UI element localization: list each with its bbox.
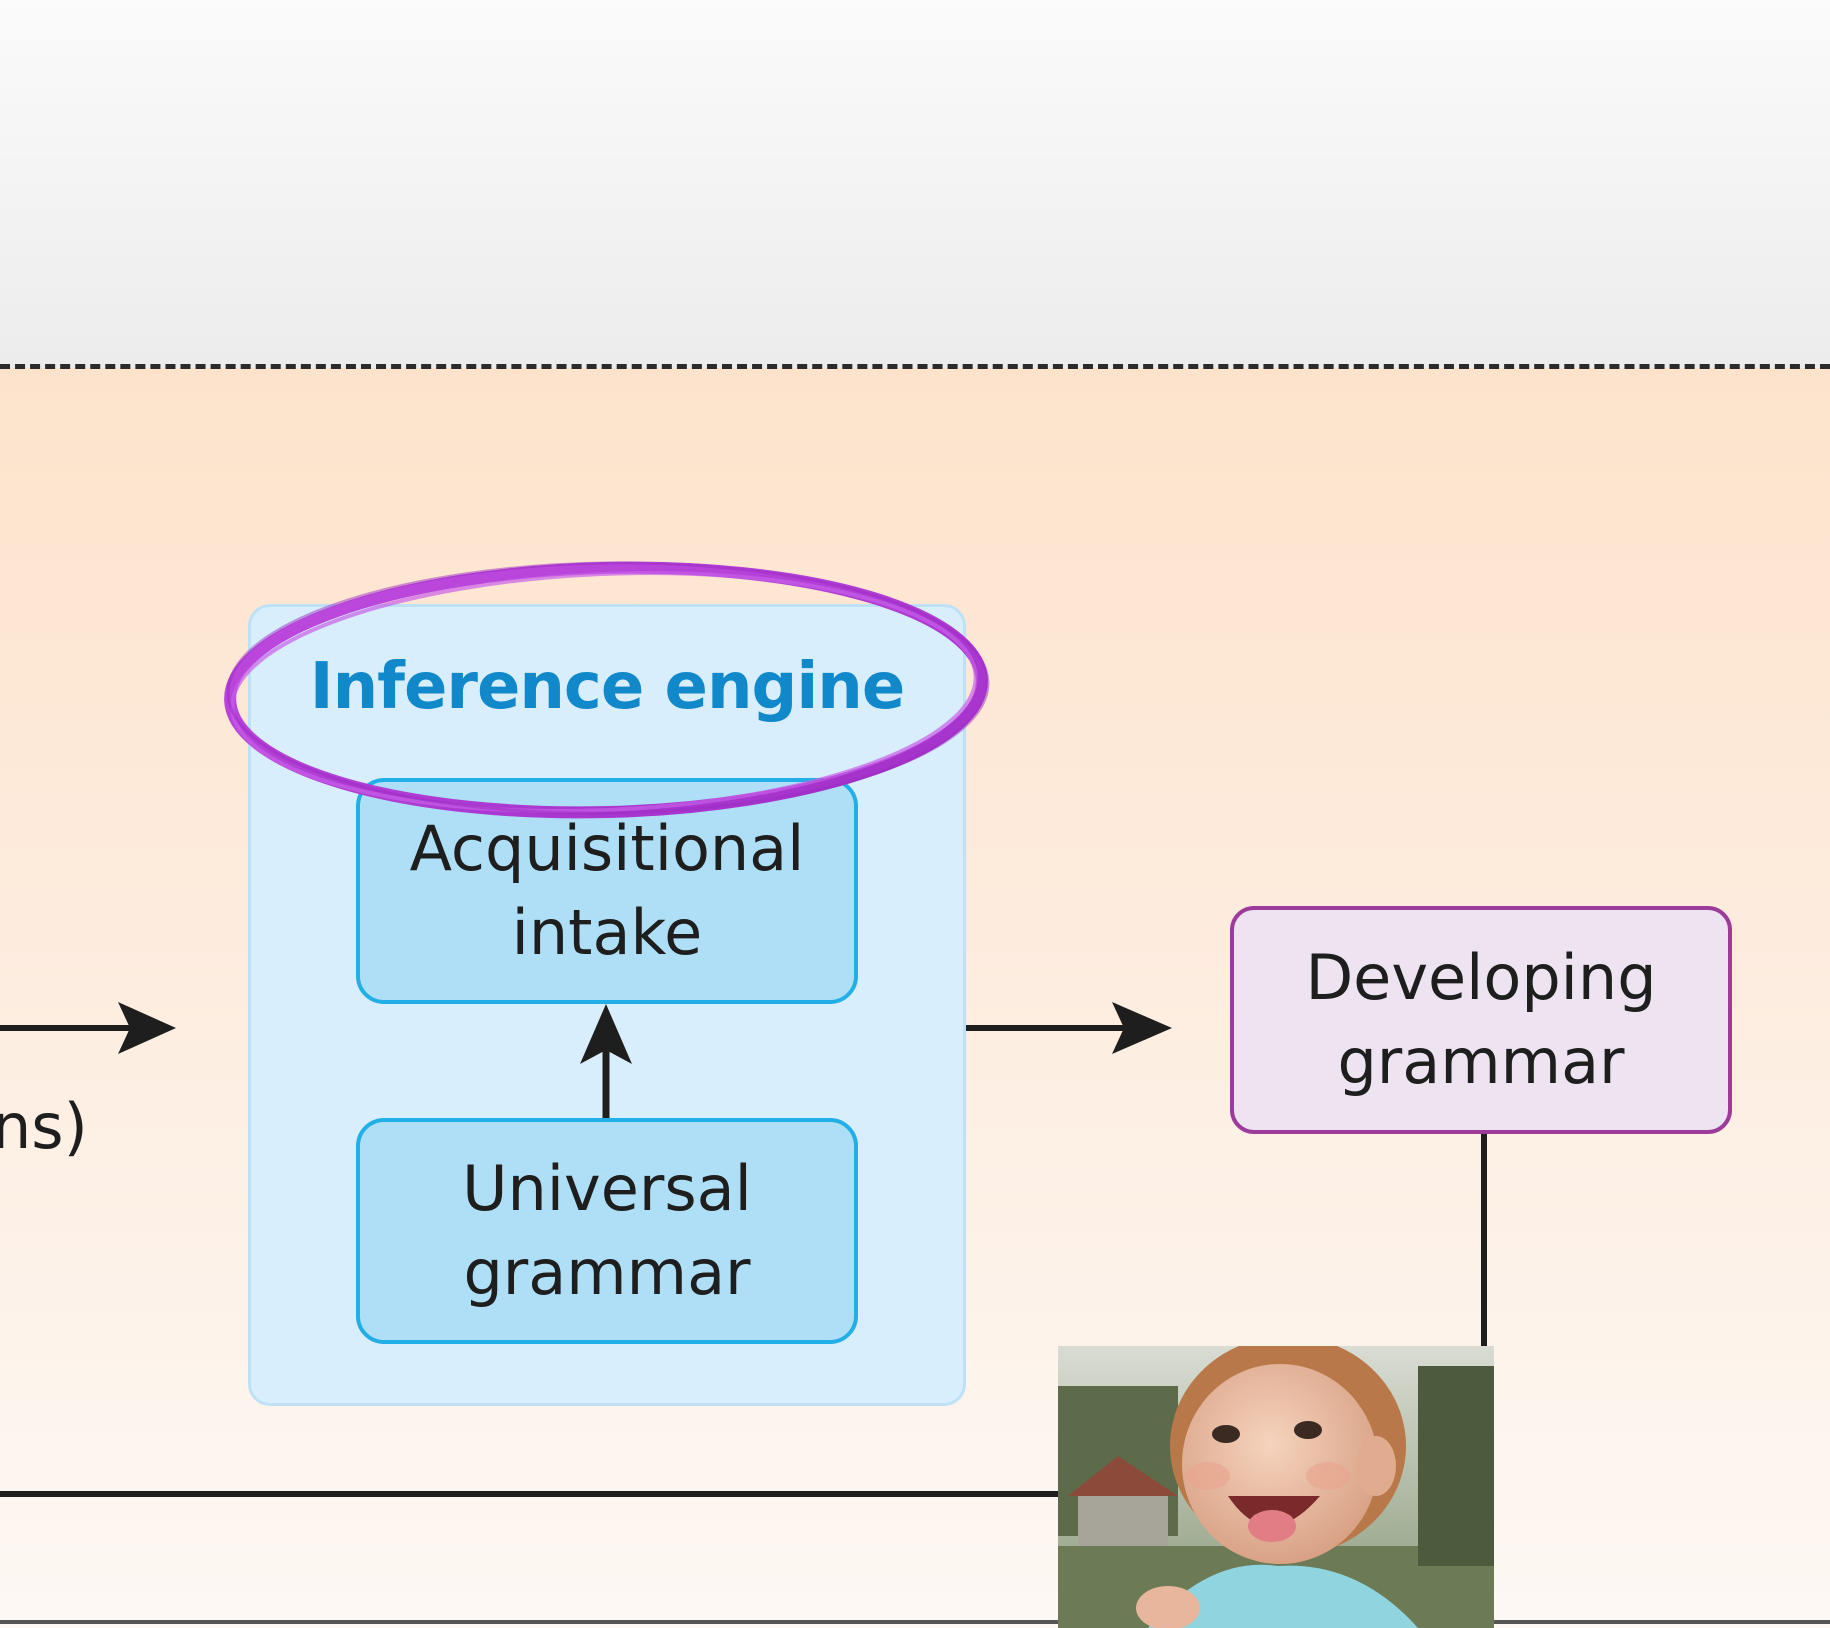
input-arrow-head: [118, 1002, 176, 1054]
developing-grammar-box: Developing grammar: [1230, 906, 1732, 1134]
dashed-divider: [0, 364, 1830, 369]
inference-engine-title: Inference engine: [309, 650, 905, 724]
top-section-background: [0, 0, 1830, 368]
output-arrow-head: [1112, 1002, 1172, 1054]
truncated-input-label: ns): [0, 1090, 88, 1163]
toddler-photo: [1058, 1346, 1494, 1628]
universal-grammar-label: Universal grammar: [462, 1152, 752, 1309]
highlight-ellipse: [224, 561, 990, 819]
up-arrow-head: [580, 1004, 632, 1064]
acquisitional-intake-label: Acquisitional intake: [409, 812, 805, 969]
developing-grammar-label: Developing grammar: [1305, 941, 1657, 1098]
universal-grammar-box: Universal grammar: [356, 1118, 858, 1344]
smiling-toddler-photo-icon: [1058, 1346, 1494, 1628]
